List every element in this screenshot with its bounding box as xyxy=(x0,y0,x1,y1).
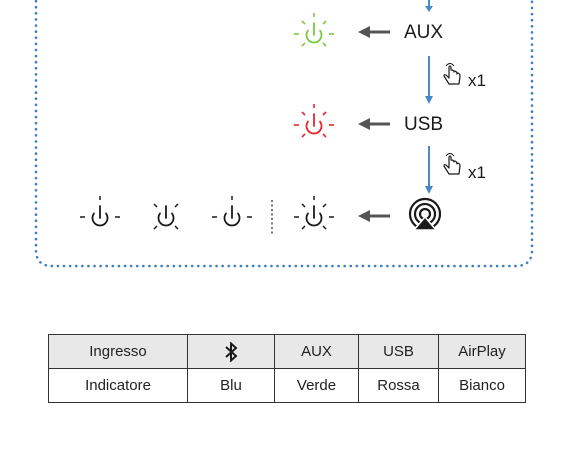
arrow-left-icon xyxy=(358,118,390,130)
power-light-icon xyxy=(212,196,252,227)
bluetooth-icon xyxy=(225,340,238,363)
press-count-label: x1 xyxy=(468,163,486,182)
power-light-icon xyxy=(153,203,179,230)
arrow-left-icon xyxy=(358,26,390,38)
table-cell: AUX xyxy=(274,334,359,369)
press-count-label: x1 xyxy=(468,71,486,90)
arrow-left-icon xyxy=(358,210,390,222)
connector-aux-usb-arrowhead xyxy=(425,96,433,104)
table-row: Indicatore Blu Verde Rossa Bianco xyxy=(48,368,526,403)
table-cell: AirPlay xyxy=(438,334,526,369)
connector-usb-airplay-arrowhead xyxy=(425,186,433,194)
power-light-icon xyxy=(294,196,334,230)
press-hand-icon xyxy=(443,62,461,85)
usb-label: USB xyxy=(404,114,444,135)
table-cell: Blu xyxy=(187,368,275,403)
press-hand-icon xyxy=(443,152,461,175)
table-cell: Bianco xyxy=(438,368,526,403)
airplay-icon xyxy=(408,197,442,231)
table-cell: Ingresso xyxy=(48,334,188,369)
red-power-light-icon xyxy=(294,104,334,138)
power-light-icon xyxy=(80,196,120,227)
table-cell: Verde xyxy=(274,368,359,403)
connector-top-arrowhead xyxy=(425,6,433,12)
table-cell: Indicatore xyxy=(48,368,188,403)
green-power-light-icon xyxy=(294,13,334,47)
indicator-legend-table: Ingresso AUX USB AirPlay Indicatore Blu … xyxy=(48,334,526,403)
table-cell xyxy=(187,334,275,369)
table-cell: USB xyxy=(358,334,439,369)
table-cell: Rossa xyxy=(358,368,439,403)
table-header-row: Ingresso AUX USB AirPlay xyxy=(48,334,526,369)
dotted-frame xyxy=(34,0,534,268)
aux-label: AUX xyxy=(404,22,444,43)
